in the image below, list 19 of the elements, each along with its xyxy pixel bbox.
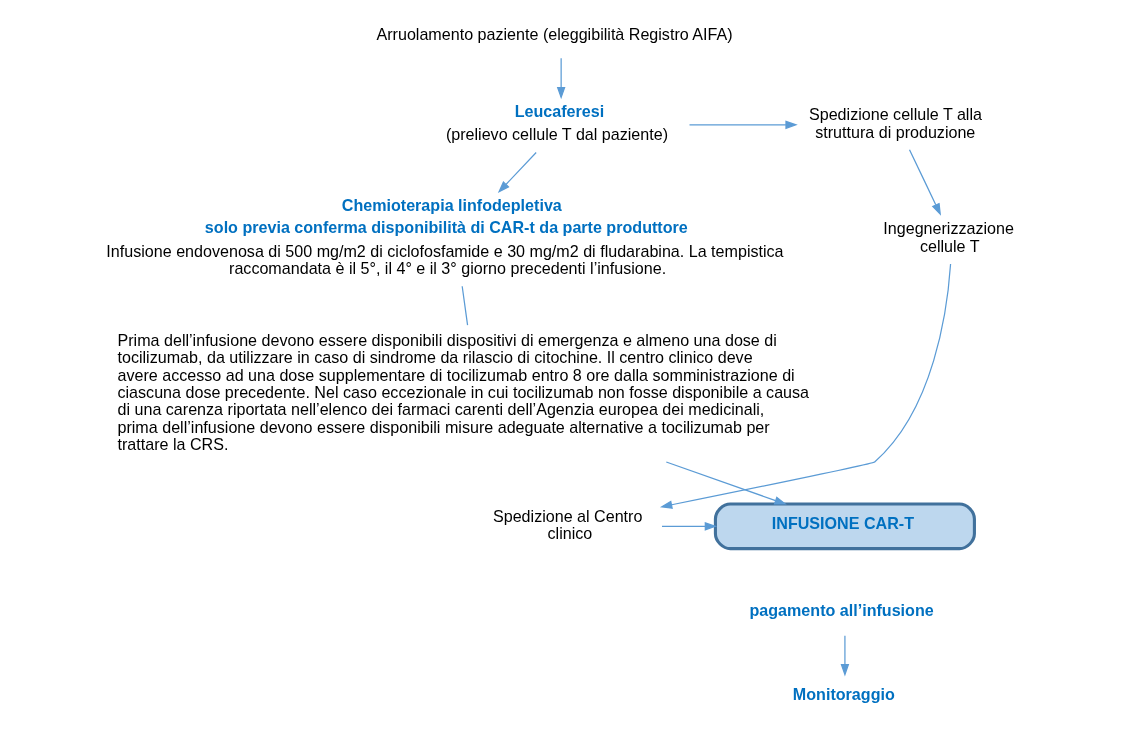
node-text: Prima dell’infusione devono essere disponibili dispositivi di emergenza e almeno una dose di tocilizumab, da utilizzare in caso di sindrome da rilascio di citochine. Il centro clinico deve avere accesso ad una dose supplementare di tocilizumab entro 8 ore dalla somministrazione di ciascuna dose precedente. Nel caso eccezionale in cui tocilizumab non fosse disponibile a causa di una carenza riportata nell’elenco dei farmaci carenti dell’Agenzia europea dei medicinali, prima dell’infusione devono essere disponibili misure adeguate alternative a tocilizumab per trattare la CRS.	[117, 330, 810, 454]
node-text: Chemioterapia linfodepletiva solo previa conferma disponibilità di CAR-t da parte produttore Infusione endovenosa di 500 mg/m2 di ciclofosfamide e 30 mg/m2 di fludarabina. La tempistica raccomandata è il 5°, il 4° e il 3° giorno precedenti l’infusione.	[106, 195, 784, 278]
node-text: Arruolamento paziente (eleggibilità Registro AIFA)	[376, 24, 733, 43]
node-box: INFUSIONE CAR-T	[713, 502, 976, 551]
node-text: Spedizione al Centro clinico	[492, 506, 643, 543]
arrow	[661, 522, 718, 531]
arrow	[840, 635, 850, 677]
arrow	[908, 149, 941, 216]
arrow	[659, 263, 952, 509]
node-text: Ingegnerizzazione cellule T	[883, 219, 1014, 255]
arrow	[688, 120, 798, 130]
node-text: Leucaferesi (prelievo cellule T dal paziente)	[445, 101, 669, 144]
node-text: pagamento all’infusione	[749, 601, 934, 620]
arrow	[497, 151, 537, 194]
arrow	[556, 57, 566, 100]
node-text: Monitoraggio	[792, 685, 895, 704]
node-text: Spedizione cellule T alla struttura di produzione	[808, 105, 982, 141]
connector	[461, 285, 469, 326]
arrow	[665, 461, 787, 505]
